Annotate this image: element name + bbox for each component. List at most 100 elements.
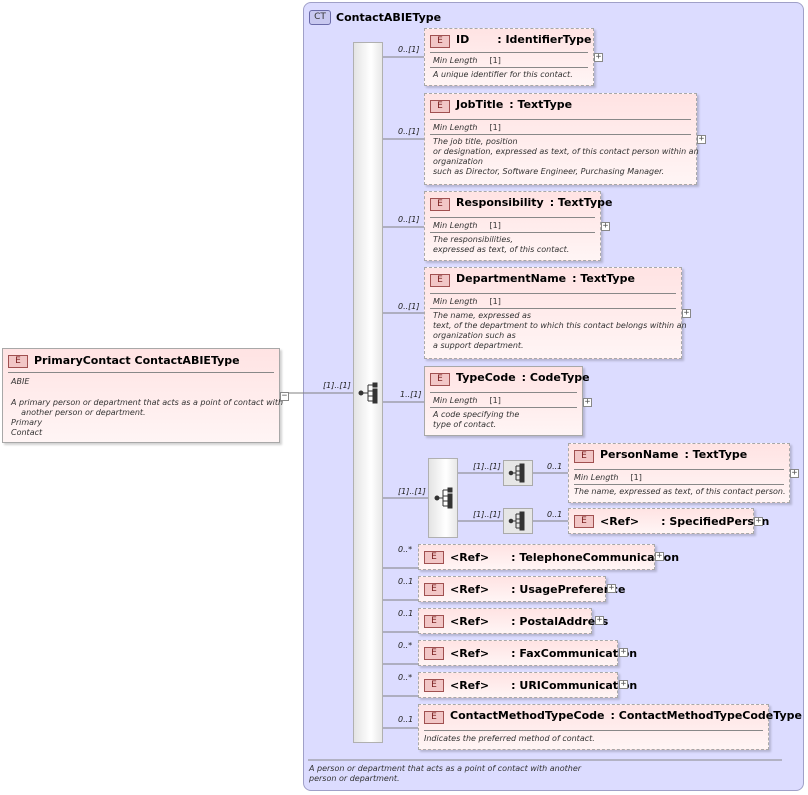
element-icon: E [430,373,450,386]
ref-specified-person[interactable]: E <Ref>: SpecifiedPerson [568,508,769,534]
occurrence-label: [1]..[1] [398,487,426,496]
divider [430,67,588,68]
expand-toggle[interactable]: + [607,583,616,593]
collapse-toggle[interactable]: − [280,391,289,401]
element-doc: The responsibilities, expressed as text,… [433,235,570,254]
occurrence-label: 0..[1] [398,302,420,311]
facet-value: [1] [489,221,501,230]
occurrence-label: 0..* [398,641,413,650]
element-type: : FaxCommunication [511,647,638,660]
ref-telephone-communication[interactable]: E <Ref>: TelephoneCommunication [418,544,679,570]
facet-label: Min Length [433,123,478,132]
facet-label: Min Length [433,221,478,230]
divider [8,372,274,373]
element-icon: E [424,647,444,660]
divider [430,232,595,233]
element-icon: E [430,274,450,287]
element-icon: E [424,615,444,628]
element-icon: E [8,355,28,368]
element-name: <Ref> [450,647,490,660]
complex-type-doc: A person or department that acts as a po… [309,764,582,783]
expand-toggle[interactable]: + [697,134,706,144]
ref-uri-communication[interactable]: E <Ref>: URICommunication [418,672,637,698]
element-id[interactable]: E ID: IdentifierType Min Length[1] A uni… [424,28,594,86]
divider [430,293,676,294]
divider [574,469,784,470]
divider [574,484,784,485]
root-element-type: ContactABIEType [134,354,240,367]
element-name: DepartmentName [456,272,567,285]
facet-label: Min Length [574,473,619,482]
element-responsibility[interactable]: E Responsibility: TextType Min Length[1]… [424,191,612,261]
facet-label: Min Length [433,56,478,65]
element-job-title[interactable]: E JobTitle: TextType Min Length[1] The j… [424,93,699,185]
element-doc: The job title, position or designation, … [433,137,699,176]
expand-toggle[interactable]: + [619,647,628,657]
divider [430,392,577,393]
element-doc: A code specifying the type of contact. [433,410,520,429]
divider [430,407,577,408]
ref-usage-preference[interactable]: E <Ref> : UsagePreference [418,576,626,602]
element-type: : UsagePreference [511,583,626,596]
occurrence-label: 0..* [398,545,413,554]
occurrence-label: 0..1 [547,462,563,471]
element-icon: E [424,583,444,596]
occurrence-label: 0..1 [547,510,563,519]
divider [430,134,691,135]
occurrence-label: 0..[1] [398,215,420,224]
branch-sequence-compositor[interactable] [503,460,533,486]
element-type: : CodeType [521,371,590,384]
element-doc: The name, expressed as text, of this con… [574,487,786,496]
divider [430,119,691,120]
expand-toggle[interactable]: + [754,516,763,526]
element-type: : IdentifierType [497,33,592,46]
occurrence-label: 0..1 [398,577,414,586]
element-name: ID [456,33,470,46]
element-icon: E [424,551,444,564]
element-type-code[interactable]: E TypeCode: CodeType Min Length[1] A cod… [424,366,590,436]
expand-toggle[interactable]: + [682,308,691,318]
element-type: : ContactMethodTypeCodeType [610,709,802,722]
expand-toggle[interactable]: + [583,397,592,407]
expand-toggle[interactable]: + [619,679,628,689]
element-type: : PostalAddress [511,615,609,628]
element-name: ContactMethodTypeCode [450,709,605,722]
element-contact-method-type-code[interactable]: E ContactMethodTypeCode: ContactMethodTy… [418,704,802,750]
expand-toggle[interactable]: + [655,551,664,561]
facet-label: Min Length [433,297,478,306]
element-person-name[interactable]: E PersonName: TextType Min Length[1] The… [568,443,790,503]
ref-fax-communication[interactable]: E <Ref> : FaxCommunication [418,640,637,666]
element-name: TypeCode [456,371,516,384]
occurrence-label: 1..[1] [400,390,422,399]
complex-type-name: ContactABIEType [336,11,442,24]
element-doc: Indicates the preferred method of contac… [424,734,595,743]
divider [430,52,588,53]
divider [430,308,676,309]
element-doc: The name, expressed as text, of the depa… [433,311,687,350]
ref-postal-address[interactable]: E <Ref>: PostalAddress [418,608,608,634]
occurrence-label: [1]..[1] [323,381,351,390]
expand-toggle[interactable]: + [595,615,604,625]
element-name: <Ref> [450,679,490,692]
branch-sequence-compositor[interactable] [503,508,533,534]
element-name: Responsibility [456,196,544,209]
expand-toggle[interactable]: + [601,221,610,231]
element-name: <Ref> [450,583,490,596]
root-element-doc: A primary person or department that acts… [11,398,284,437]
occurrence-label: 0..[1] [398,127,420,136]
element-icon: E [430,100,450,113]
expand-toggle[interactable]: + [594,52,603,62]
element-name: JobTitle [456,98,504,111]
root-element-primary-contact[interactable]: E PrimaryContact ContactABIEType ABIE A … [2,348,284,443]
element-department-name[interactable]: E DepartmentName: TextType Min Length[1]… [424,267,687,359]
expand-toggle[interactable]: + [790,468,799,478]
element-type: : TextType [509,98,573,111]
root-element-name: PrimaryContact [34,354,131,367]
element-icon: E [424,679,444,692]
element-name: PersonName [600,448,679,461]
